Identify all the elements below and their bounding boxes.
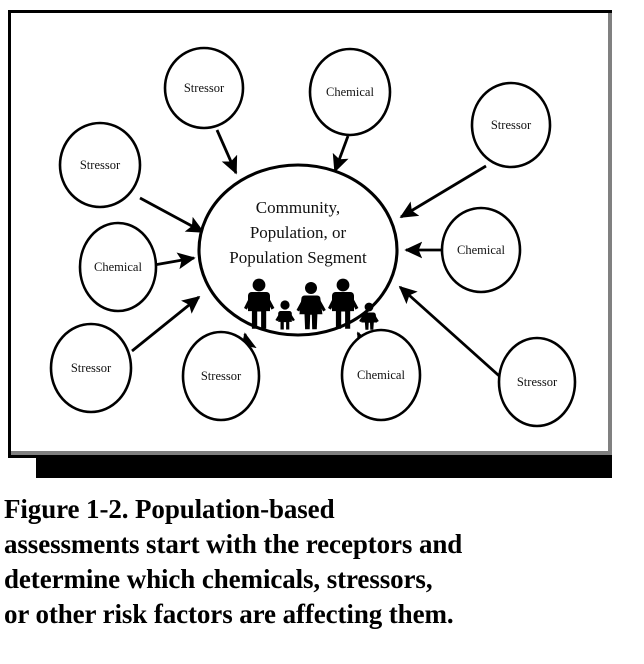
satellite-label: Stressor <box>184 81 225 95</box>
edge-stressor-left-to-center <box>139 196 205 234</box>
satellite-node-chemical-right[interactable]: Chemical <box>440 206 522 294</box>
edge-chemical-top-to-center <box>332 135 350 173</box>
satellite-ellipse <box>78 221 158 313</box>
center-node-label-line-1: Community, <box>256 198 340 217</box>
satellite-ellipse <box>470 81 552 169</box>
edge-stressor-bottom-right-to-center <box>398 285 507 384</box>
figure-caption: Figure 1-2. Population-based assessments… <box>4 492 642 632</box>
caption-line-4: or other risk factors are affecting them… <box>4 599 454 629</box>
satellite-ellipse <box>181 330 261 422</box>
caption-line-3: determine which chemicals, stressors, <box>4 564 433 594</box>
satellite-ellipse <box>49 322 133 414</box>
satellite-label: Chemical <box>357 368 405 382</box>
center-node-label-line-2: Population, or <box>250 223 347 242</box>
satellite-node-stressor-bottom[interactable]: Stressor <box>181 330 261 422</box>
satellite-node-chemical-left[interactable]: Chemical <box>78 221 158 313</box>
satellite-node-stressor-left[interactable]: Stressor <box>58 121 142 209</box>
satellite-label: Stressor <box>80 158 121 172</box>
center-node[interactable]: Community, Population, or Population Seg… <box>197 163 399 337</box>
satellite-node-stressor-bottom-left[interactable]: Stressor <box>49 322 133 414</box>
satellite-label: Stressor <box>491 118 532 132</box>
satellite-label: Chemical <box>457 243 505 257</box>
edge-stressor-top-left-to-center <box>215 129 238 175</box>
satellite-node-chemical-bottom[interactable]: Chemical <box>340 328 422 422</box>
center-node-label-line-3: Population Segment <box>229 248 367 267</box>
satellite-ellipse <box>58 121 142 209</box>
satellite-ellipse <box>340 328 422 422</box>
satellite-label: Stressor <box>517 375 558 389</box>
figure-panel-inner-edge-right <box>608 13 612 455</box>
edge-stressor-top-right-to-center <box>399 164 487 219</box>
satellite-label: Stressor <box>201 369 242 383</box>
satellite-node-stressor-top-left[interactable]: Stressor <box>163 46 245 130</box>
satellite-label: Chemical <box>94 260 142 274</box>
satellite-node-stressor-bottom-right[interactable]: Stressor <box>497 336 577 428</box>
satellite-node-stressor-top-right[interactable]: Stressor <box>470 81 552 169</box>
satellite-ellipse <box>163 46 245 130</box>
family-silhouette-icon <box>244 278 379 330</box>
satellite-ellipse <box>497 336 577 428</box>
satellite-ellipse <box>308 47 392 137</box>
caption-line-1: Figure 1-2. Population-based <box>4 494 335 524</box>
caption-line-2: assessments start with the receptors and <box>4 529 463 559</box>
satellite-node-chemical-top[interactable]: Chemical <box>308 47 392 137</box>
figure-panel-inner-edge-bottom <box>11 451 612 455</box>
satellite-label: Chemical <box>326 85 374 99</box>
edge-chemical-left-to-center <box>153 252 196 270</box>
satellite-label: Stressor <box>71 361 112 375</box>
satellite-ellipse <box>440 206 522 294</box>
population-based-assessment-diagram: Community, Population, or Population Seg… <box>49 46 577 428</box>
edge-stressor-bottom-left-to-center <box>131 295 201 353</box>
